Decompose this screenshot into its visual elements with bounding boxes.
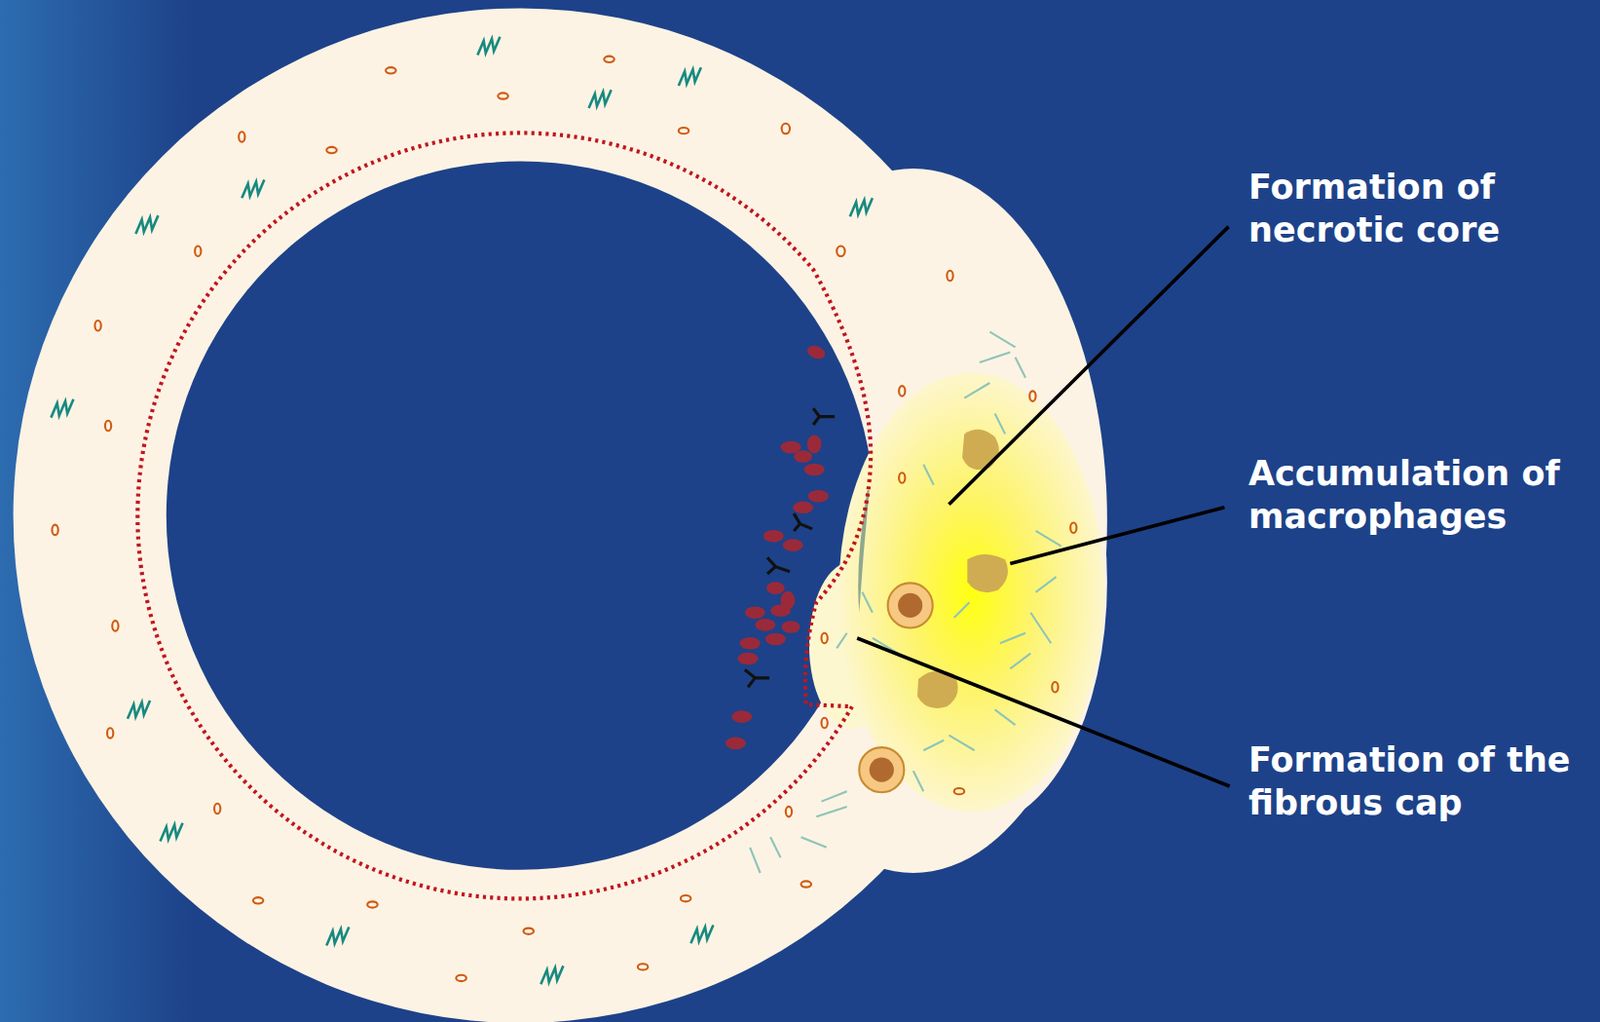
callout-label: Formation of the fibrous cap — [1248, 738, 1596, 824]
callout-label: Accumulation of macrophages — [1248, 451, 1596, 538]
smooth-muscle-cells — [51, 56, 1077, 981]
callout-label: Formation of necrotic core — [1248, 165, 1596, 252]
elastic-fibres — [50, 37, 873, 984]
monocyte — [858, 582, 932, 792]
leader-line — [856, 226, 1229, 786]
collagen-fibres — [749, 332, 1062, 873]
antibody — [744, 408, 835, 687]
elastic-lamina — [137, 132, 871, 898]
blood-cells — [725, 342, 829, 749]
lumen — [166, 161, 875, 870]
necrotic-core — [838, 372, 1104, 813]
